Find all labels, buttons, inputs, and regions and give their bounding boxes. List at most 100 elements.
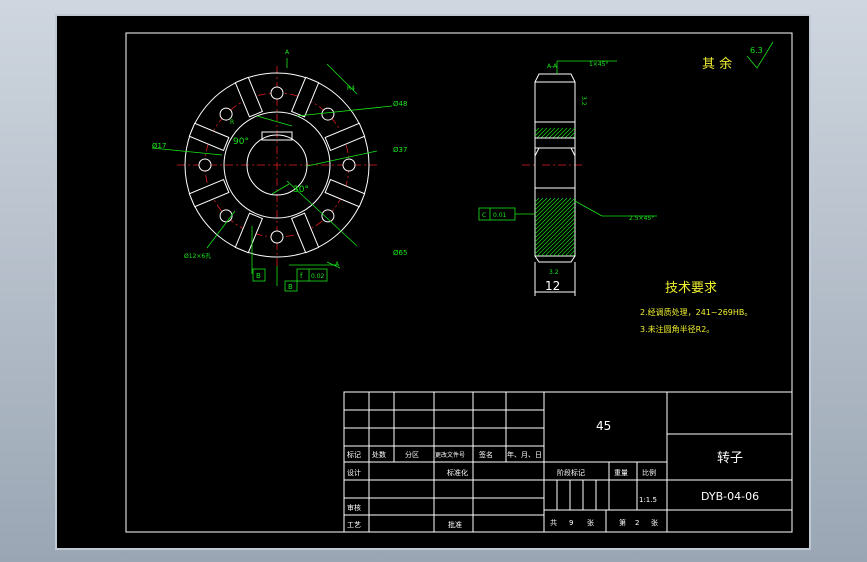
width-dim: 12 — [545, 279, 560, 293]
bore-circle — [246, 134, 308, 196]
hatch-line — [568, 249, 576, 257]
scale-value: 1:1.5 — [639, 496, 657, 504]
front-view: A A Ø48 Ø37 Ø17 Ø65 R4 Ø12×6孔 90° 30° R … — [151, 49, 407, 292]
hatch-line — [534, 197, 572, 235]
hatch-line — [534, 197, 544, 207]
roughness-side: 3.2 — [580, 96, 587, 106]
hatch-line — [552, 127, 564, 139]
datum-b-bottom-box — [284, 280, 298, 292]
hatch-line — [534, 197, 568, 231]
label-zone: 分区 — [405, 450, 419, 459]
label-no: 第 — [619, 518, 626, 527]
radial-slot — [324, 178, 366, 208]
label-ratio: 比例 — [642, 468, 656, 477]
radial-slot — [234, 76, 264, 118]
label-review: 审核 — [347, 503, 361, 512]
tol-c: 0.01 — [493, 212, 507, 219]
hatch-line — [534, 201, 576, 243]
radial-slot — [290, 76, 320, 118]
label-mark: 标记 — [347, 450, 361, 459]
hatch-line — [534, 197, 552, 215]
title-block: 45 转子 DYB-04-06 1:1.5 标记 处数 分区 更改文件号 签名 … — [343, 391, 793, 533]
label-weight: 重量 — [614, 469, 628, 477]
label-signature: 签名 — [479, 450, 493, 459]
mounting-hole — [219, 107, 233, 121]
tol-symbol: f — [300, 272, 303, 280]
label-change-doc: 更改文件号 — [435, 451, 465, 459]
hatch-line — [552, 233, 576, 257]
mounting-hole — [270, 230, 284, 244]
sheet-no: 2 — [635, 519, 639, 527]
roughness-bottom: 3.2 — [549, 269, 559, 276]
side-view: 1×45° A-A 2.5×45° C 0.01 12 3.2 3.2 — [478, 60, 657, 296]
tech-item-1: 2.经调质处理，241~269HB。 — [640, 307, 752, 317]
label-count: 处数 — [372, 450, 386, 459]
hatch-line — [544, 225, 576, 257]
radial-slot — [188, 122, 230, 152]
hatch-line — [534, 197, 548, 211]
mounting-hole — [321, 209, 335, 223]
mounting-hole — [270, 86, 284, 100]
total-sheets: 9 — [569, 519, 573, 527]
tolerance-frame — [296, 268, 328, 282]
dim-d37: Ø37 — [393, 146, 407, 154]
label-process: 工艺 — [347, 521, 361, 529]
label-design: 设计 — [347, 468, 361, 477]
mounting-hole — [219, 209, 233, 223]
section-label: A-A — [547, 63, 558, 70]
roughness-prefix: 其 余 — [702, 56, 732, 72]
label-stage-mark: 阶段标记 — [557, 468, 585, 477]
mounting-hole — [198, 158, 212, 172]
hatch-line — [556, 237, 576, 257]
datum-c: C — [482, 212, 486, 219]
hatch-line — [534, 197, 560, 223]
tech-requirements: 技术要求 2.经调质处理，241~269HB。 3.未注圆角半径R2。 — [640, 281, 752, 334]
hatch-line — [540, 221, 576, 257]
hatch-line — [572, 253, 576, 257]
roughness-other: 其 余 6.3 — [702, 41, 774, 72]
hatch-line — [560, 127, 572, 139]
datum-b-box — [252, 268, 266, 282]
datum-b: B — [256, 272, 261, 280]
drawing-canvas: A A Ø48 Ø37 Ø17 Ø65 R4 Ø12×6孔 90° 30° R … — [125, 32, 793, 533]
keyway — [261, 131, 293, 141]
hatch-line — [534, 213, 576, 255]
hatch-line — [534, 197, 540, 203]
hatch-line — [534, 197, 556, 219]
hatch-line — [564, 245, 576, 257]
radial-slot — [234, 212, 264, 254]
chamfer-bottom: 2.5×45° — [629, 215, 654, 222]
label-sheets-2: 张 — [651, 518, 658, 527]
tol-value: 0.02 — [311, 273, 325, 280]
dim-d65: Ø65 — [393, 249, 407, 257]
tech-item-2: 3.未注圆角半径R2。 — [640, 324, 714, 334]
hatch-line — [534, 209, 576, 251]
hatch-line — [534, 127, 540, 133]
outer-circle — [184, 72, 370, 258]
hatch-line — [534, 205, 576, 247]
section-mark-top: A — [285, 49, 290, 56]
dim-d17: Ø17 — [152, 142, 166, 150]
label-standardize: 标准化 — [447, 468, 468, 477]
chamfer-top: 1×45° — [589, 61, 608, 68]
part-name: 转子 — [717, 451, 743, 466]
hatch-line — [540, 127, 552, 139]
hatch-line — [534, 197, 576, 239]
mounting-hole — [342, 158, 356, 172]
radial-slot — [290, 212, 320, 254]
dim-d48: Ø48 — [393, 100, 407, 108]
mounting-hole — [321, 107, 335, 121]
label-approve: 批准 — [448, 520, 462, 529]
label-date: 年、月、日 — [507, 450, 542, 459]
cad-viewport[interactable]: A A Ø48 Ø37 Ø17 Ø65 R4 Ø12×6孔 90° 30° R … — [55, 14, 811, 550]
section-mark-bottom: A — [335, 261, 340, 268]
hatch-line — [560, 241, 576, 257]
drawing-no: DYB-04-06 — [701, 490, 759, 503]
dim-radius-r: R — [230, 119, 234, 126]
roughness-value: 6.3 — [750, 46, 763, 55]
tech-heading: 技术要求 — [665, 281, 717, 296]
hatch-line — [556, 127, 568, 139]
hatch-line — [548, 229, 576, 257]
inner-circle — [223, 111, 331, 219]
hatch-line — [536, 127, 548, 139]
